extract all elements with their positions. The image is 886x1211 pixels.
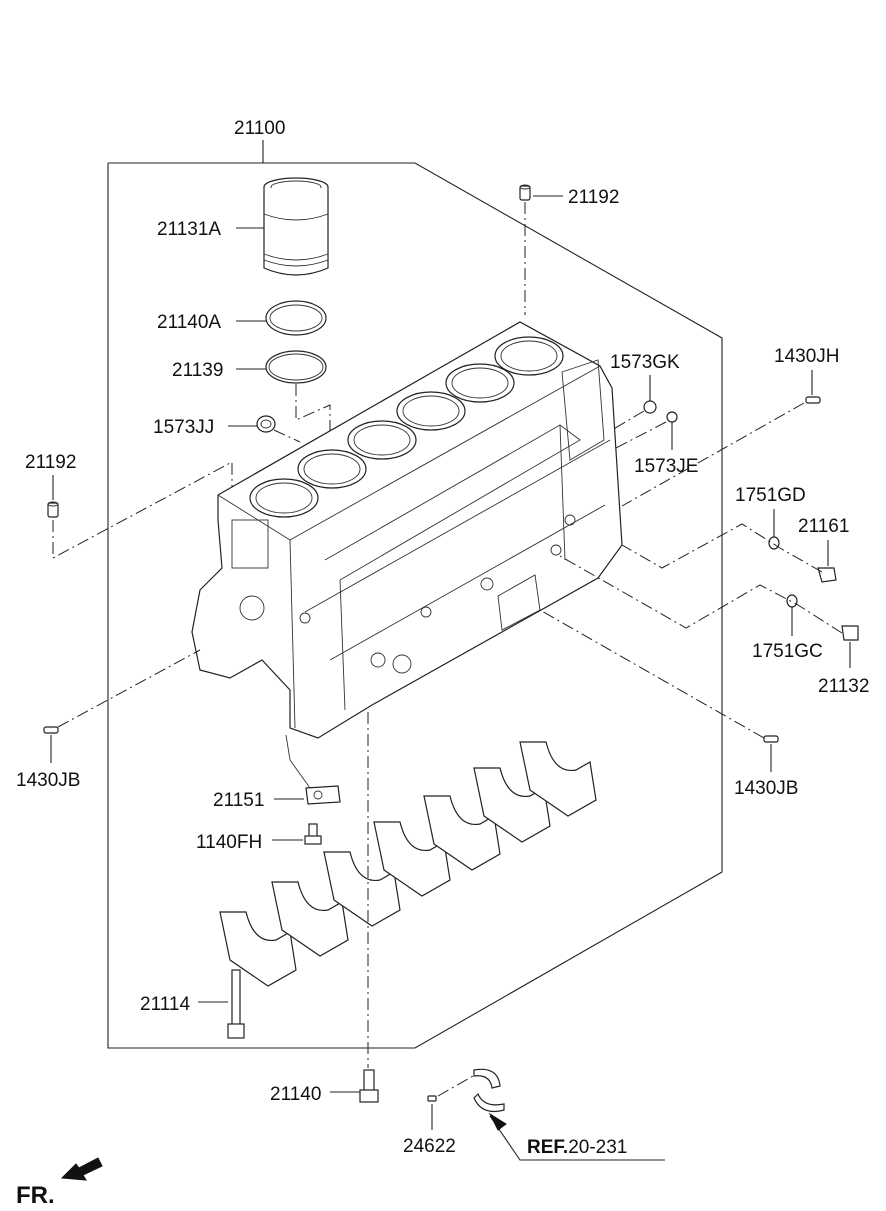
bolt-21140-part (359, 1069, 379, 1103)
pin-24622-part (427, 1095, 437, 1102)
ref-link[interactable]: REF.20-231 (527, 1137, 627, 1158)
ref-arrow-icon (488, 1112, 507, 1131)
oil-jet-nozzle-part (285, 734, 341, 805)
label-21161: 21161 (798, 516, 849, 537)
liner-ring-part (265, 300, 327, 336)
engine-block-part (191, 321, 623, 739)
label-1430jb-left: 1430JB (16, 770, 80, 791)
ref-prefix: REF. (527, 1137, 568, 1158)
cylinder-bores (249, 336, 564, 518)
front-arrow-icon (60, 1157, 103, 1181)
plug-21161-part (817, 567, 837, 583)
pin-jb-right-part (763, 735, 779, 743)
pin-jb-left-part (43, 726, 59, 734)
bolt-21114-part (227, 969, 245, 1039)
cup-plug-jj-part (256, 415, 276, 433)
o-ring-part (265, 350, 327, 384)
front-label: FR. (16, 1182, 55, 1209)
gasket-gd-part (768, 536, 780, 550)
plug-21132-part (841, 625, 859, 641)
label-21131a: 21131A (157, 219, 221, 240)
cylinder-liner-part (263, 177, 329, 276)
label-1430jb-right: 1430JB (734, 778, 798, 799)
main-bearing-caps (219, 741, 597, 987)
label-1140fh: 1140FH (196, 832, 262, 853)
label-1751gc: 1751GC (752, 641, 823, 662)
label-21132: 21132 (818, 676, 869, 697)
label-21139: 21139 (172, 360, 223, 381)
label-21100: 21100 (234, 118, 285, 139)
plug-gk-part (643, 400, 657, 414)
label-1751gd: 1751GD (735, 485, 806, 506)
label-21140a: 21140A (157, 312, 221, 333)
plug-je-part (666, 411, 678, 423)
label-1573je: 1573JE (634, 456, 698, 477)
thrust-washer-part (473, 1068, 505, 1113)
label-1573gk: 1573GK (610, 352, 680, 373)
label-21192-left: 21192 (25, 452, 76, 473)
label-1430jh: 1430JH (774, 346, 840, 367)
label-21192-top: 21192 (568, 187, 619, 208)
dowel-pin-left-part (47, 501, 59, 518)
pin-jh-part (805, 396, 821, 404)
label-24622: 24622 (403, 1136, 456, 1157)
label-21114: 21114 (140, 994, 190, 1015)
gasket-gc-part (786, 594, 798, 608)
assembly-frame (107, 162, 723, 1049)
dowel-pin-top-part (519, 184, 531, 201)
ref-code: 20-231 (568, 1137, 627, 1158)
label-21140: 21140 (270, 1084, 321, 1105)
label-1573jj: 1573JJ (153, 417, 214, 438)
bolt-1140fh-part (304, 823, 322, 845)
label-21151: 21151 (213, 790, 264, 811)
